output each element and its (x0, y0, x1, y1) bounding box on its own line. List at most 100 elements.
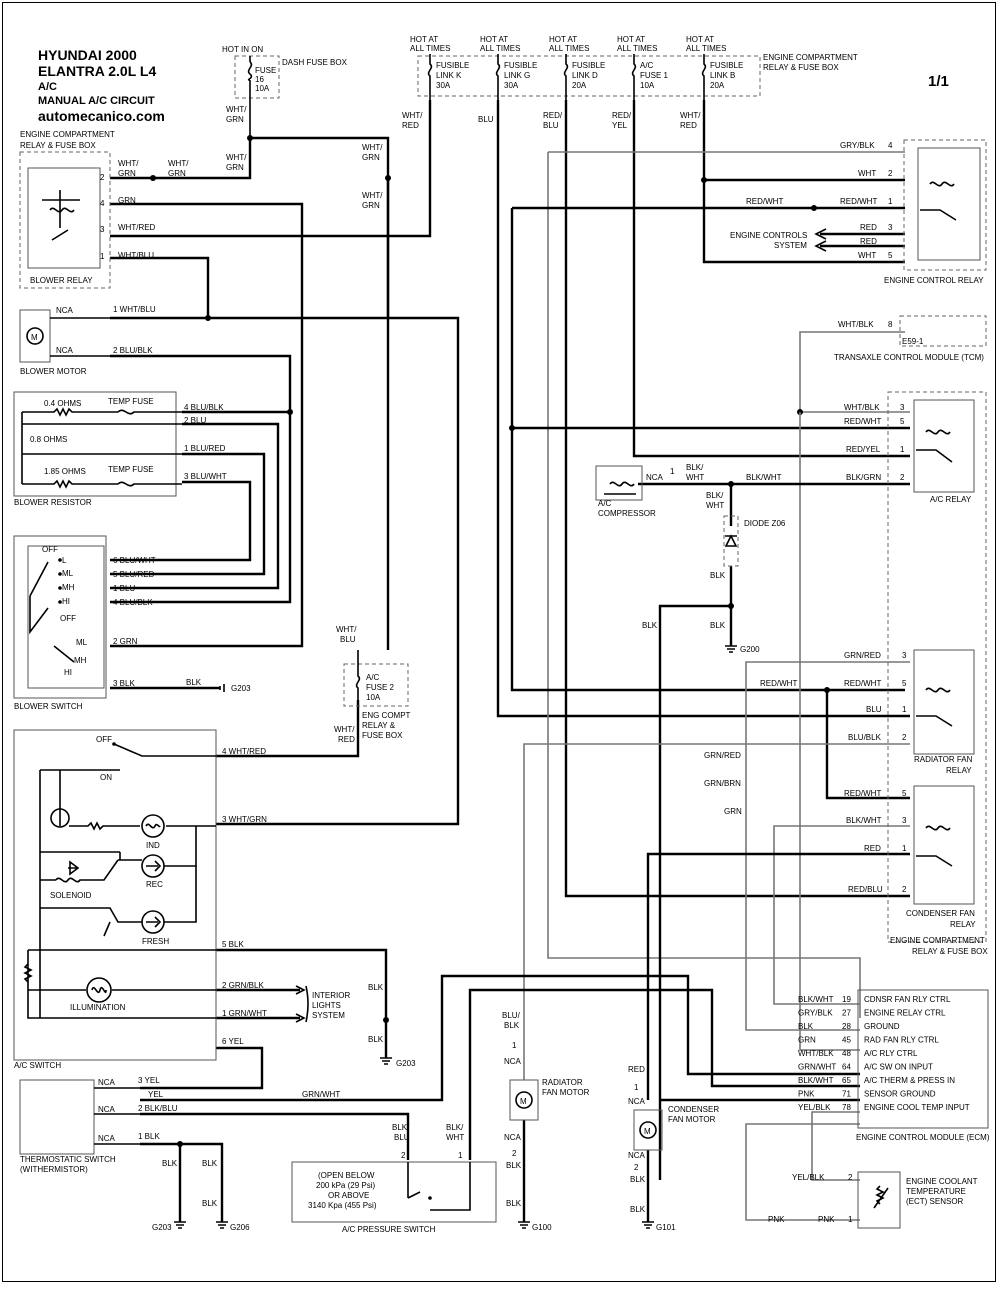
wht-grn-a2: GRN (226, 115, 244, 124)
br-ext-wht: WHT/ (168, 159, 189, 168)
bm-nca1: NCA (56, 306, 74, 315)
engine-control-relay: GRY/BLK 4 WHT 2 RED/WHT 1 RED/WHT RED 3 … (730, 139, 987, 285)
wht-red-top2: RED (402, 121, 419, 130)
rfm-blk1: BLK (506, 1161, 522, 1170)
ect-w2: YEL/BLK (792, 1173, 825, 1182)
acs-int2: LIGHTS (312, 1001, 341, 1010)
rfr-w1: BLU (866, 705, 882, 714)
rfr-p1: 1 (902, 705, 907, 714)
comp-w5: WHT (706, 501, 724, 510)
blower-switch-name: BLOWER SWITCH (14, 702, 83, 711)
ac-compressor: NCA 1 BLK/ WHT BLK/WHT A/C COMPRESSOR BL… (595, 463, 786, 654)
ect-p1: 1 (848, 1215, 853, 1224)
ecr-red2: RED (860, 237, 877, 246)
acs-pin2: 2 GRN/BLK (222, 981, 264, 990)
ecm-pin-78: 78 (842, 1103, 851, 1112)
title-line2: ELANTRA 2.0L L4 (38, 63, 156, 79)
flk-l3: 30A (436, 81, 451, 90)
tcm-name: TRANSAXLE CONTROL MODULE (TCM) (834, 353, 984, 362)
condenser-fan-motor: RED 1 NCA M CONDENSER FAN MOTOR NCA 2 BL… (628, 1065, 719, 1232)
acf2-l2: FUSE 2 (366, 683, 395, 692)
ecm-wire-48: WHT/BLK (798, 1049, 834, 1058)
ecs-l2: SYSTEM (774, 241, 807, 250)
dash-fuse-box-label: DASH FUSE BOX (282, 58, 348, 67)
acf1-l3: 10A (640, 81, 655, 90)
acf2-box1: ENG COMPT (362, 711, 411, 720)
hot-f1-l1: HOT AT (617, 35, 645, 44)
wht-grn-c2: GRN (362, 153, 380, 162)
ecm-name: ENGINE CONTROL MODULE (ECM) (856, 1133, 990, 1142)
ecm-wire-27: GRY/BLK (798, 1009, 833, 1018)
bsw-pin1: 1 BLU (113, 584, 135, 593)
hot-k-l1: HOT AT (410, 35, 438, 44)
ecm-wire-71: PNK (798, 1090, 815, 1099)
ac-relay: WHT/BLK 3 RED/WHT 5 RED/YEL 1 BLK/GRN 2 … (844, 391, 987, 943)
comp-name1: A/C (598, 499, 612, 508)
res-pin3: 3 BLU/WHT (184, 472, 227, 481)
hot-b-l2: ALL TIMES (686, 44, 726, 53)
th-pin2: 2 BLK/BLU (138, 1104, 178, 1113)
comp-name2: COMPRESSOR (598, 509, 656, 518)
ecm-pin-28: 28 (842, 1022, 851, 1031)
ecm-func-45: RAD FAN RLY CTRL (864, 1036, 939, 1045)
rfm-w1: BLU/ (502, 1011, 521, 1020)
bm-pin1: 1 WHT/BLU (113, 305, 156, 314)
cfm-blk1: BLK (630, 1175, 646, 1184)
hot-b-l1: HOT AT (686, 35, 714, 44)
wht-grn-d1: WHT/ (362, 191, 383, 200)
ecm-func-64: A/C SW ON INPUT (864, 1063, 933, 1072)
bs-ml: ML (62, 569, 74, 578)
rfr-name1: RADIATOR FAN (914, 755, 973, 764)
cfr-p2: 2 (902, 885, 907, 894)
th-grn-wht: GRN/WHT (302, 1090, 340, 1099)
cfm-p1: 1 (634, 1083, 639, 1092)
ecr-p2: 2 (888, 169, 893, 178)
acf2-l1: A/C (366, 673, 380, 682)
ecm-pin-64: 64 (842, 1063, 851, 1072)
blower-resistor-name: BLOWER RESISTOR (14, 498, 92, 507)
rfm-nca1: NCA (504, 1057, 522, 1066)
cfm-blk2: BLK (630, 1205, 646, 1214)
cfr-w2: RED/BLU (848, 885, 883, 894)
ps-w2b: BLU (394, 1133, 410, 1142)
svg-text:M: M (31, 333, 38, 342)
comp-blk3: BLK (710, 621, 726, 630)
acs-solenoid: SOLENOID (50, 891, 92, 900)
cfr-p1: 1 (902, 844, 907, 853)
acr-p1: 1 (900, 445, 905, 454)
cfr-name1: CONDENSER FAN (906, 909, 975, 918)
ect-sensor: YEL/BLK 2 PNK PNK 1 ENGINE COOLANT TEMPE… (768, 1171, 978, 1229)
ecr-p1: 1 (888, 197, 893, 206)
fuse16-l1: FUSE (255, 66, 276, 75)
ect-w1: PNK (818, 1215, 835, 1224)
ps-d4: 3140 Kpa (455 Psi) (308, 1201, 377, 1210)
ecm-wire-78: YEL/BLK (798, 1103, 831, 1112)
comp-w1: BLK/ (686, 463, 704, 472)
r3-label: 1.85 OHMS (44, 467, 86, 476)
bsw-g203: G203 (231, 684, 251, 693)
cfr-box2: RELAY & FUSE BOX (912, 947, 988, 956)
ps-d3: OR ABOVE (328, 1191, 369, 1200)
flg-l3: 30A (504, 81, 519, 90)
hot-k-l2: ALL TIMES (410, 44, 450, 53)
acs-fresh: FRESH (142, 937, 169, 946)
br-ext-grn: GRN (168, 169, 186, 178)
ecm-pin-45: 45 (842, 1036, 851, 1045)
blower-resistor: 0.4 OHMS TEMP FUSE 0.8 OHMS 1.85 OHMS TE… (13, 391, 227, 507)
comp-w2: WHT (686, 473, 704, 482)
ecm-wire-28: BLK (798, 1022, 814, 1031)
th-nca3: NCA (98, 1134, 116, 1143)
wht-grn-b2: GRN (226, 163, 244, 172)
th-g206: G206 (230, 1223, 250, 1232)
res-pin2: 2 BLU (184, 416, 206, 425)
ecrfb-top-l2: RELAY & FUSE BOX (763, 63, 839, 72)
acr-p5: 5 (900, 417, 905, 426)
br-pin1: 1 (100, 252, 105, 261)
acs-blk1: BLK (368, 983, 384, 992)
ecm-wire-65: BLK/WHT (798, 1076, 834, 1085)
acr-p3: 3 (900, 403, 905, 412)
acr-p2: 2 (900, 473, 905, 482)
r1-label: 0.4 OHMS (44, 399, 81, 408)
pressure-switch: BLK/ BLU BLK/ WHT 2 1 (OPEN BELOW 200 kP… (291, 1123, 497, 1234)
